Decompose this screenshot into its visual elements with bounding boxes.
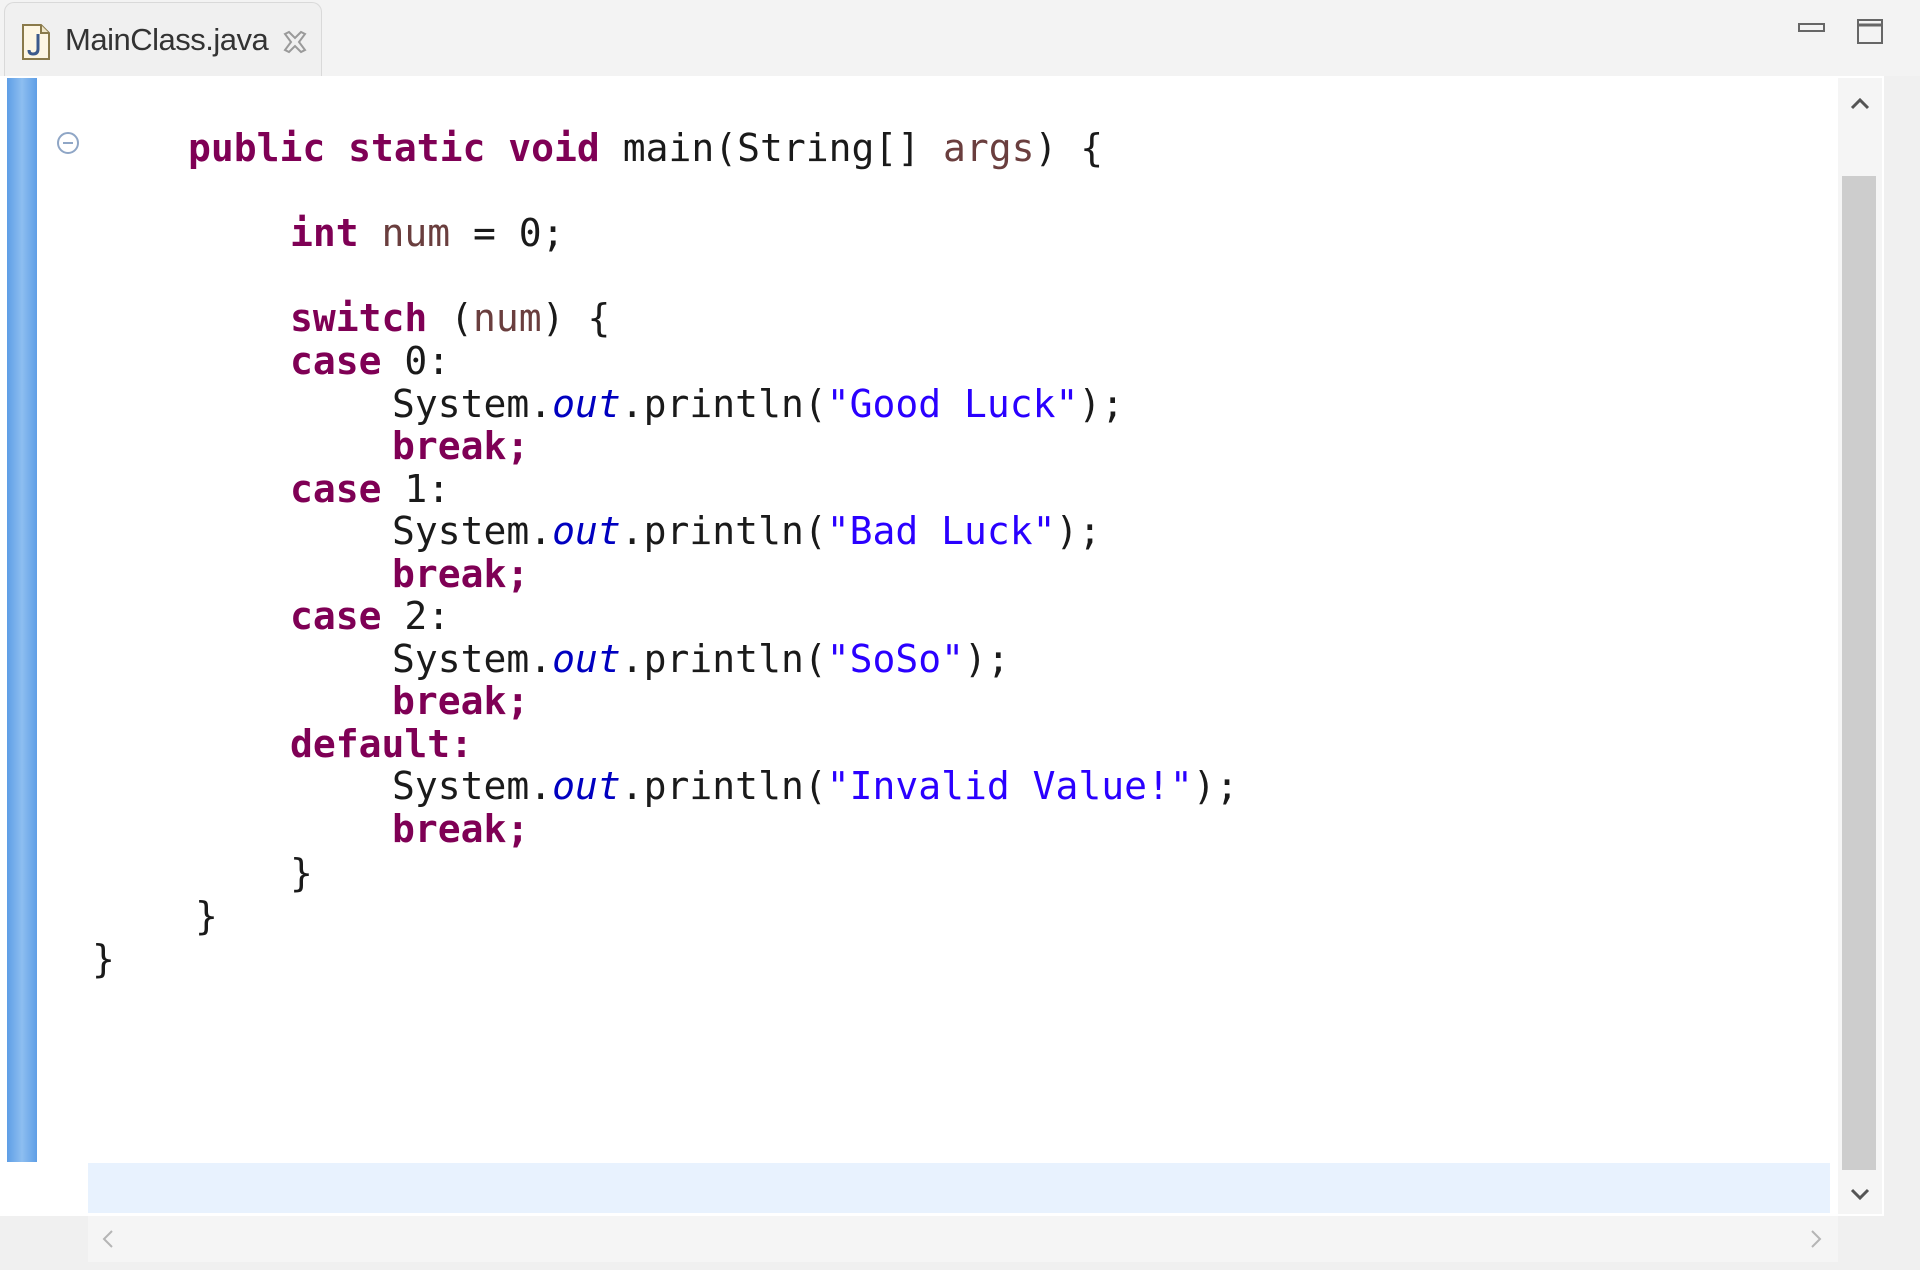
tab-mainclass-java[interactable]: MainClass.java bbox=[4, 2, 322, 76]
code-token: switch bbox=[290, 296, 451, 340]
code-line[interactable]: break; bbox=[392, 675, 529, 727]
code-token: .println( bbox=[620, 509, 827, 553]
code-token: System. bbox=[392, 764, 553, 808]
code-token: "Good Luck" bbox=[826, 382, 1079, 426]
change-ruler bbox=[7, 78, 37, 1162]
code-token: num bbox=[381, 211, 451, 255]
code-token: .println( bbox=[620, 637, 827, 681]
code-token: case bbox=[290, 467, 405, 511]
chevron-up-icon[interactable] bbox=[1846, 90, 1874, 118]
chevron-down-icon[interactable] bbox=[1846, 1180, 1874, 1208]
code-token: ); bbox=[1055, 509, 1102, 553]
code-token: out bbox=[552, 509, 621, 553]
code-token: public static void bbox=[188, 126, 623, 170]
vertical-scrollbar-thumb[interactable] bbox=[1842, 176, 1876, 1170]
code-token: System. bbox=[392, 509, 553, 553]
code-line[interactable]: public static void main(String[] args) { bbox=[188, 122, 1103, 174]
horizontal-scrollbar[interactable] bbox=[88, 1216, 1838, 1262]
java-file-icon bbox=[22, 24, 50, 60]
code-token: case bbox=[290, 594, 405, 638]
code-line[interactable]: break; bbox=[392, 420, 529, 472]
code-line[interactable]: case 0: bbox=[290, 335, 450, 387]
editor-tab-bar: MainClass.java bbox=[0, 0, 1920, 76]
code-token: out bbox=[552, 764, 621, 808]
code-line[interactable]: System.out.println("Bad Luck"); bbox=[392, 505, 1101, 557]
code-line[interactable]: System.out.println("Good Luck"); bbox=[392, 378, 1124, 430]
code-line[interactable]: break; bbox=[392, 803, 529, 855]
code-token: num bbox=[473, 296, 542, 340]
code-token: } bbox=[290, 851, 313, 895]
code-token: .println( bbox=[620, 382, 827, 426]
chevron-left-icon[interactable] bbox=[94, 1225, 122, 1253]
code-token: ( bbox=[450, 296, 474, 340]
code-editor-area[interactable] bbox=[0, 76, 1884, 1216]
code-line[interactable]: } bbox=[195, 890, 218, 942]
current-line-highlight bbox=[88, 1163, 1830, 1213]
code-token: ); bbox=[1192, 764, 1239, 808]
code-token: 1: bbox=[404, 467, 451, 511]
close-icon[interactable] bbox=[281, 28, 309, 56]
chevron-right-icon[interactable] bbox=[1802, 1225, 1830, 1253]
code-token: } bbox=[92, 937, 115, 981]
code-token: System. bbox=[392, 637, 553, 681]
code-token: break; bbox=[392, 552, 530, 596]
code-token: 2: bbox=[404, 594, 451, 638]
code-line[interactable]: case 2: bbox=[290, 590, 450, 642]
code-token: .println( bbox=[620, 764, 827, 808]
tab-label: MainClass.java bbox=[65, 22, 269, 57]
code-token: "SoSo" bbox=[826, 637, 964, 681]
code-token: System. bbox=[392, 382, 553, 426]
code-token: default: bbox=[290, 722, 474, 766]
code-line[interactable]: case 1: bbox=[290, 463, 450, 515]
code-token: main(String[] bbox=[622, 126, 943, 170]
code-line[interactable]: int num = 0; bbox=[290, 207, 565, 259]
code-token: ) { bbox=[541, 296, 611, 340]
code-line[interactable]: System.out.println("Invalid Value!"); bbox=[392, 760, 1239, 812]
code-line[interactable]: System.out.println("SoSo"); bbox=[392, 633, 1010, 685]
code-token: break; bbox=[392, 807, 530, 851]
code-line[interactable]: switch (num) { bbox=[290, 292, 610, 344]
code-line[interactable]: break; bbox=[392, 548, 529, 600]
code-token: ); bbox=[963, 637, 1010, 681]
code-token: ) { bbox=[1034, 126, 1104, 170]
vertical-scrollbar[interactable] bbox=[1838, 78, 1882, 1214]
code-line[interactable]: } bbox=[290, 847, 313, 899]
collapse-icon[interactable] bbox=[55, 130, 81, 156]
code-token: = 0; bbox=[450, 211, 565, 255]
code-line[interactable]: default: bbox=[290, 718, 473, 770]
code-token: 0: bbox=[404, 339, 451, 383]
code-token: int bbox=[290, 211, 382, 255]
code-token: ); bbox=[1078, 382, 1125, 426]
code-token: break; bbox=[392, 424, 530, 468]
code-token: args bbox=[942, 126, 1035, 170]
code-token: case bbox=[290, 339, 405, 383]
code-token: out bbox=[552, 637, 621, 681]
code-token: } bbox=[195, 894, 218, 938]
code-token: out bbox=[552, 382, 621, 426]
minimize-icon[interactable] bbox=[1797, 16, 1827, 46]
code-token: "Bad Luck" bbox=[826, 509, 1056, 553]
code-token: break; bbox=[392, 679, 530, 723]
code-line[interactable]: } bbox=[92, 933, 115, 985]
code-token: "Invalid Value!" bbox=[826, 764, 1193, 808]
maximize-icon[interactable] bbox=[1855, 16, 1885, 46]
